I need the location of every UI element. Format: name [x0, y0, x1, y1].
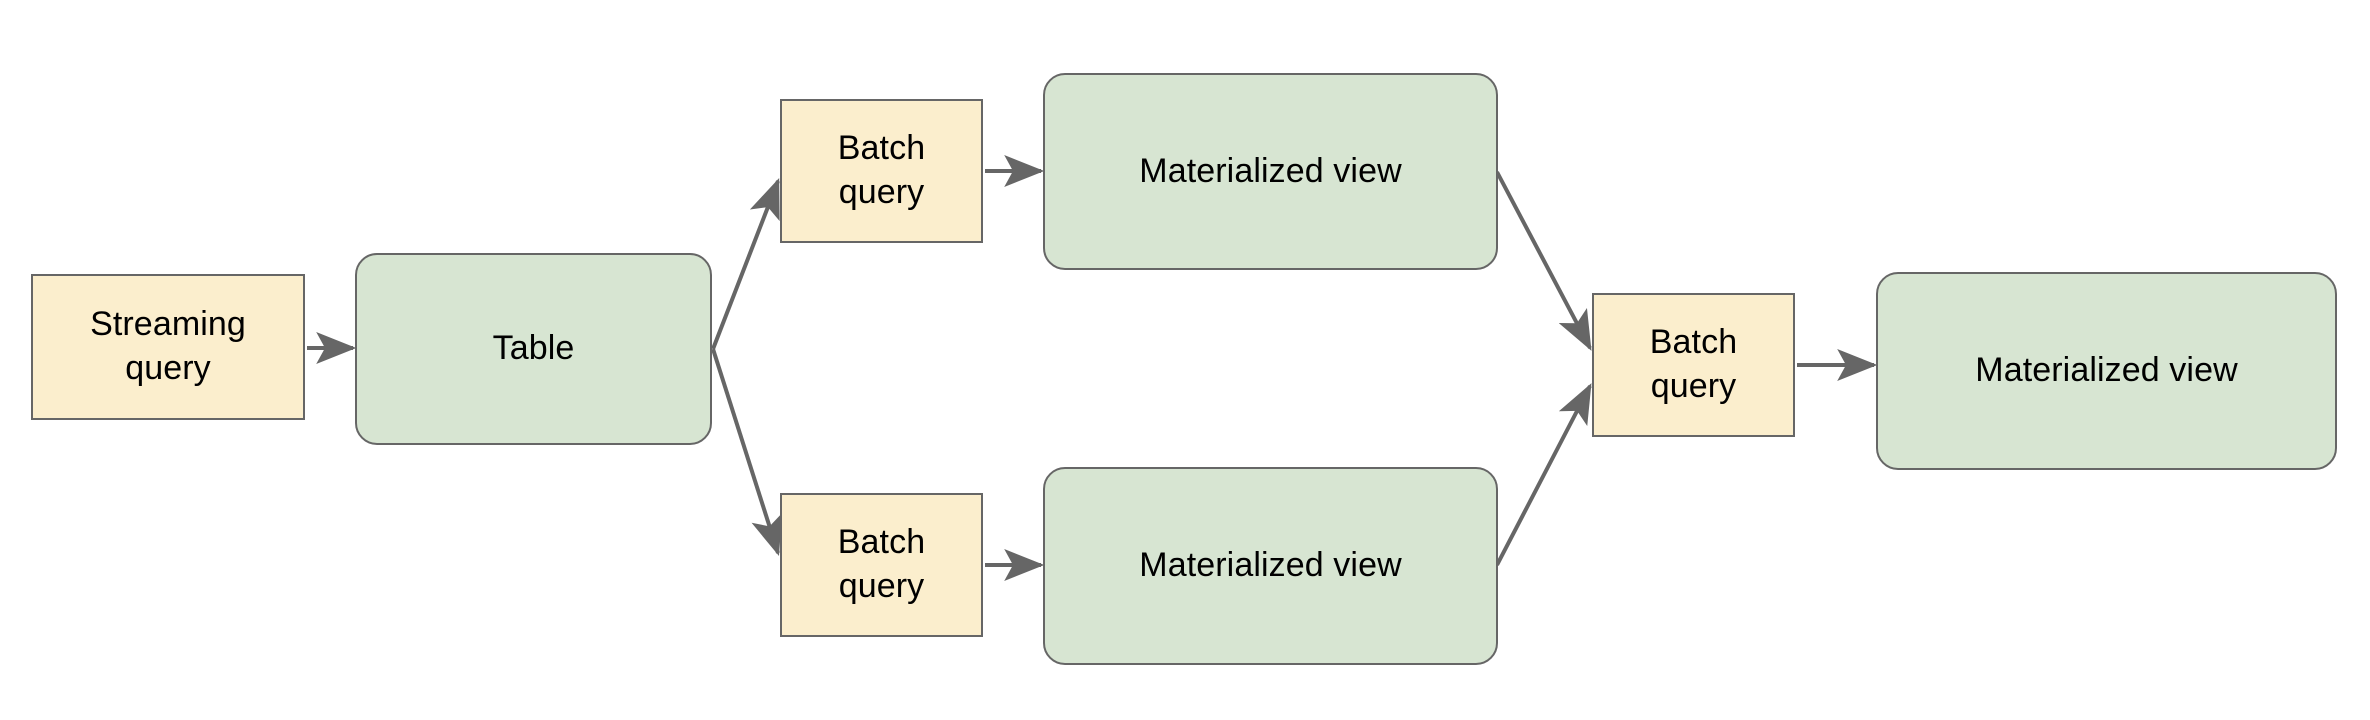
node-streaming-query-label: Streaming query [90, 305, 246, 387]
node-batch-query-top-label: Batch query [837, 129, 926, 211]
edge-table-to-batch-top [711, 178, 780, 350]
node-materialized-view-top[interactable]: Materialized view [1043, 73, 1498, 270]
node-batch-query-bottom[interactable]: Batch query [780, 493, 983, 637]
edge-mv-bottom-to-batch-center [1495, 383, 1592, 566]
node-streaming-query[interactable]: Streaming query [31, 274, 305, 420]
node-table[interactable]: Table [355, 253, 712, 445]
node-table-label: Table [492, 329, 575, 368]
edge-table-to-batch-bottom [711, 348, 783, 557]
node-materialized-view-right-label: Materialized view [1975, 351, 2238, 390]
edge-mv-top-to-batch-center [1495, 171, 1592, 351]
node-batch-query-center[interactable]: Batch query [1592, 293, 1795, 437]
node-batch-query-top[interactable]: Batch query [780, 99, 983, 243]
node-materialized-view-bottom[interactable]: Materialized view [1043, 467, 1498, 665]
node-materialized-view-right[interactable]: Materialized view [1876, 272, 2337, 470]
node-batch-query-bottom-label: Batch query [837, 523, 926, 605]
node-materialized-view-top-label: Materialized view [1139, 151, 1402, 190]
node-batch-query-center-label: Batch query [1649, 323, 1738, 405]
node-materialized-view-bottom-label: Materialized view [1139, 546, 1402, 585]
